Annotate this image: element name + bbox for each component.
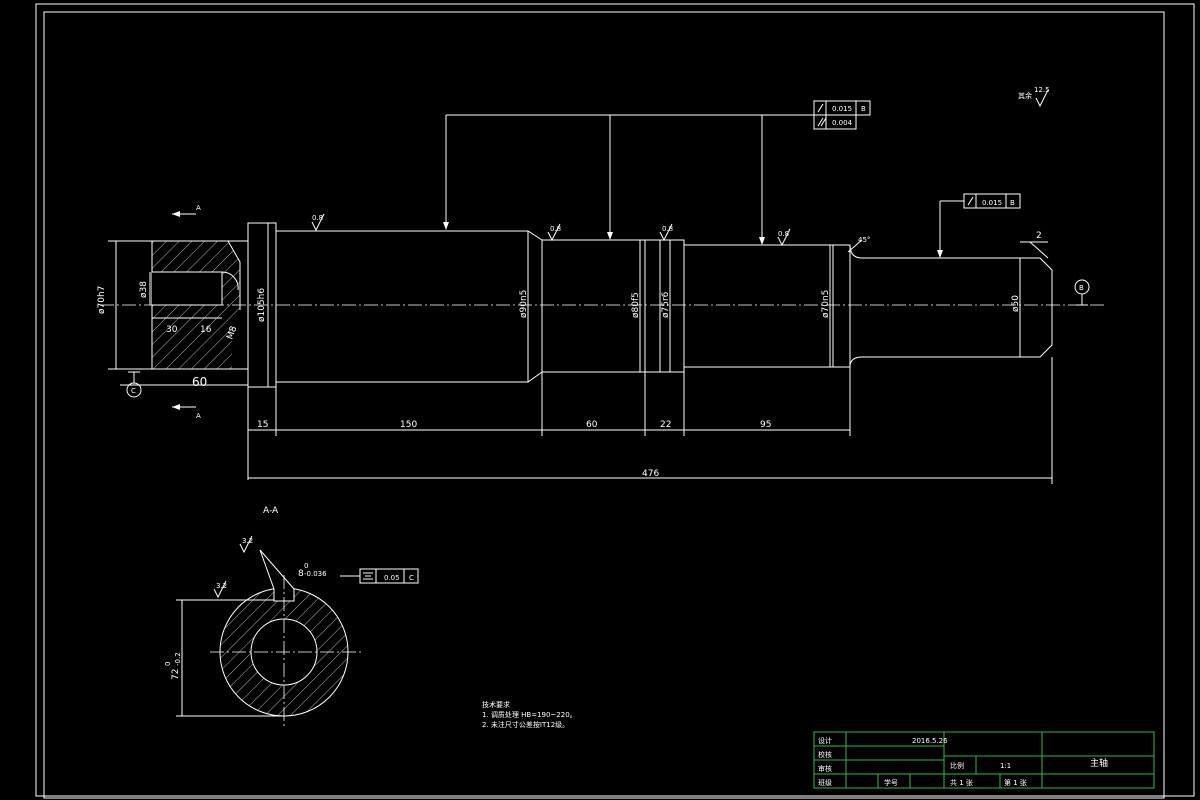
datum-b [1074,279,1090,306]
key-tol-lower: -0.036 [304,570,327,578]
key-tol-upper: 0 [304,562,308,570]
dim-150: 150 [400,420,417,430]
dim-30: 30 [166,325,178,335]
tb-scale-value: 1:1 [1000,762,1011,770]
roughness-other-prefix: 其余 [1018,91,1032,100]
roughness-symbols [311,89,1049,247]
notes-line-1: 1. 调质处理 HB=190~220。 [482,710,577,719]
section-cut-markers [172,211,196,410]
datum-b-label: B [1079,284,1084,292]
section-a-a-view [176,535,419,728]
sym-tol-datum: C [409,574,414,582]
dim-16: 16 [200,325,212,335]
dim-d105h6: ø105h6 [257,288,267,322]
tol-right-value: 0.015 [982,199,1002,207]
section-cut-bottom: A [196,412,201,420]
depth-tol-upper: 0 [164,662,172,666]
tb-sheet-no: 第 1 张 [1004,778,1027,787]
dim-60-head: 60 [192,375,207,389]
inner-border [43,11,1165,799]
tb-sheets-total: 共 1 张 [950,778,973,787]
dim-d50: ø50 [1011,295,1021,312]
tol-top-row1-value: 0.015 [832,105,852,113]
tb-design-label: 设计 [818,736,832,745]
chamfer-2: 2 [1036,231,1042,241]
section-roughness-1: 3.2 [242,537,253,545]
roughness-3: 0.8 [662,225,673,233]
tolerance-frame-top [443,100,871,245]
tb-date: 2016.5.26 [912,737,948,745]
section-cut-top: A [196,204,201,212]
tb-student-id-label: 学号 [884,778,898,787]
dim-m8: M8 [225,325,239,341]
dim-d70n5: ø70n5 [821,290,831,318]
dim-d75r6: ø75r6 [661,291,671,318]
depth-tol-lower: -0.2 [174,652,182,666]
roughness-1: 0.8 [312,214,323,222]
chamfer-45: 45° [858,236,870,244]
outer-border [35,3,1195,797]
tb-review-label: 审核 [818,764,832,773]
sym-tol-value: 0.05 [384,574,400,582]
dim-95: 95 [760,420,771,430]
roughness-4: 0.8 [778,230,789,238]
notes-line-2: 2. 未注尺寸公差按IT12级。 [482,720,569,729]
roughness-other: 12.5 [1034,86,1050,94]
dim-d90n5: ø90n5 [519,290,529,318]
dimension-lines [108,231,1053,484]
dim-60: 60 [586,420,598,430]
section-view-label: A-A [263,506,279,516]
tb-class-label: 班级 [818,778,832,787]
tb-part-name: 主轴 [1090,757,1108,769]
tol-right-datum: B [1010,199,1015,207]
tb-check-label: 校核 [818,750,832,759]
key-width: 8 [298,569,304,579]
dim-15: 15 [257,420,268,430]
dim-d70h7: ø70h7 [97,286,107,314]
datum-c [126,371,142,398]
tb-scale-label: 比例 [950,761,964,770]
section-roughness-2: 3.2 [216,582,227,590]
dim-d38: ø38 [139,281,149,298]
tol-top-row1-datum: B [861,105,866,113]
datum-c-label: C [131,387,136,395]
dim-d80f5: ø80f5 [631,292,641,318]
title-block [813,731,1155,789]
dim-22: 22 [660,420,671,430]
tol-top-row2-value: 0.004 [832,119,853,127]
dim-476: 476 [642,469,659,479]
depth-72: 72 [171,669,181,680]
roughness-2: 0.8 [550,225,561,233]
notes-title: 技术要求 [482,700,510,709]
tolerance-frame-right [937,193,1021,258]
